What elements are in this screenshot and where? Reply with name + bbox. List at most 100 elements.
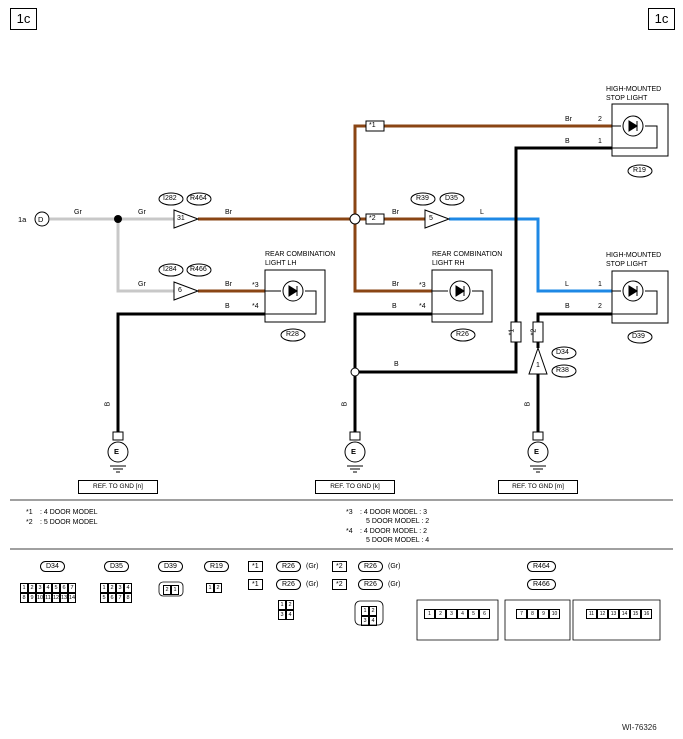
pin-2-d39: 2 <box>598 303 602 310</box>
pin-cell: 14 <box>619 609 630 619</box>
splice-b <box>350 367 360 377</box>
connector-r466: R466 <box>190 266 207 273</box>
pin-cell: 9 <box>28 593 36 603</box>
pin-cell: 8 <box>20 593 28 603</box>
connector-triangles <box>173 209 548 375</box>
connector-r19: R19 <box>633 167 646 174</box>
legend-d39: D39 <box>158 561 183 572</box>
rcl-lh-title-2: LIGHT LH <box>265 260 297 267</box>
wire-label-b-7: B <box>341 401 349 407</box>
pin-cell: 8 <box>124 593 132 603</box>
legend-r26-b: R26 <box>276 579 301 590</box>
source-connector-icon <box>34 211 50 227</box>
legend-gr-d: (Gr) <box>388 581 401 588</box>
page-ref-left: 1c <box>10 8 37 30</box>
pin-star4-lh: *4 <box>252 303 259 310</box>
page-ref-right: 1c <box>648 8 675 30</box>
connector-ovals <box>158 164 653 378</box>
wire-label-gr-3: Gr <box>138 281 146 288</box>
figure-code: WI-76326 <box>622 723 657 732</box>
legend-r466: R466 <box>527 579 556 590</box>
pin-cell: 16 <box>641 609 652 619</box>
pin-31: 31 <box>177 215 185 222</box>
pin-cell: 3 <box>116 583 124 593</box>
pin-cell: 6 <box>108 593 116 603</box>
pin-cell: 5 <box>100 593 108 603</box>
ground-e-m: E <box>534 447 540 456</box>
legend-r19: R19 <box>204 561 229 572</box>
pin-star3-lh: *3 <box>252 282 259 289</box>
lamp-symbols <box>265 115 658 315</box>
pin-cell: 1 <box>278 600 286 610</box>
star-1-vert: *1 <box>508 328 516 336</box>
legend-gr-b: (Gr) <box>306 581 319 588</box>
legend-gr-c: (Gr) <box>388 563 401 570</box>
pin-cell: 1 <box>206 583 214 593</box>
pin-cell: 6 <box>479 609 490 619</box>
star-boxes <box>365 120 544 343</box>
connector-i282: I282 <box>163 195 177 202</box>
connector-i284: I284 <box>163 266 177 273</box>
pin-cell: 2 <box>369 606 377 616</box>
pin-cell: 4 <box>124 583 132 593</box>
wire-label-br-3: Br <box>392 209 399 216</box>
wire-label-b-3: B <box>394 361 399 368</box>
pin-cell: 3 <box>36 583 44 593</box>
note-star3-line1: : 4 DOOR MODEL : 3 <box>360 509 428 516</box>
note-star2-marker: *2 <box>26 519 33 526</box>
legend-r26-a: R26 <box>276 561 301 572</box>
pin-cell: 13 <box>60 593 68 603</box>
splice-gr <box>114 215 122 223</box>
star-2-mid: *2 <box>369 215 376 222</box>
pin-cell: 2 <box>286 600 294 610</box>
l-wire <box>449 217 612 293</box>
connector-r38: R38 <box>556 367 569 374</box>
note-star4-line1: : 4 DOOR MODEL : 2 <box>360 528 428 535</box>
pin-cell: 2 <box>163 585 171 595</box>
br-wires <box>198 124 612 293</box>
pin-cell: 4 <box>44 583 52 593</box>
wire-label-b-6: B <box>104 401 112 407</box>
hmsl-bottom-title-2: STOP LIGHT <box>606 261 648 268</box>
gr-wires <box>50 217 174 293</box>
pin-cell: 1 <box>20 583 28 593</box>
wire-label-b-2: B <box>392 303 397 310</box>
pin-cell: 2 <box>28 583 36 593</box>
pin-cell: 14 <box>68 593 76 603</box>
pin-cell: 2 <box>214 583 222 593</box>
star-1-top: *1 <box>369 122 376 129</box>
pin-cell: 13 <box>608 609 619 619</box>
ground-e-n: E <box>114 447 120 456</box>
hmsl-top-title-1: HIGH-MOUNTED <box>606 86 662 93</box>
pin-cell: 5 <box>52 583 60 593</box>
connector-d34: D34 <box>556 349 569 356</box>
pin-cell: 11 <box>586 609 597 619</box>
source-pin: 1a <box>18 215 27 224</box>
ground-symbols <box>107 431 549 473</box>
note-star4-marker: *4 <box>346 528 353 535</box>
wire-label-b-8: B <box>524 401 532 407</box>
source-letter: D <box>38 215 44 224</box>
note-star3-line2: 5 DOOR MODEL : 2 <box>366 518 430 525</box>
connector-r26: R26 <box>456 331 469 338</box>
pin-2-r19: 2 <box>598 116 602 123</box>
star-2-vert: *2 <box>530 328 538 336</box>
legend-d34: D34 <box>40 561 65 572</box>
connector-r39: R39 <box>416 195 429 202</box>
legend-r26-d: R26 <box>358 579 383 590</box>
wire-label-b-4: B <box>565 138 570 145</box>
note-star3-marker: *3 <box>346 509 353 516</box>
pin-star3-rh: *3 <box>419 282 426 289</box>
legend-d35: D35 <box>104 561 129 572</box>
connector-r28: R28 <box>286 331 299 338</box>
pin-cell: 9 <box>538 609 549 619</box>
connector-r464: R464 <box>190 195 207 202</box>
ground-ref-m: REF. TO GND [m] <box>498 480 578 494</box>
pin-cell: 1 <box>171 585 179 595</box>
pin-cell: 4 <box>457 609 468 619</box>
